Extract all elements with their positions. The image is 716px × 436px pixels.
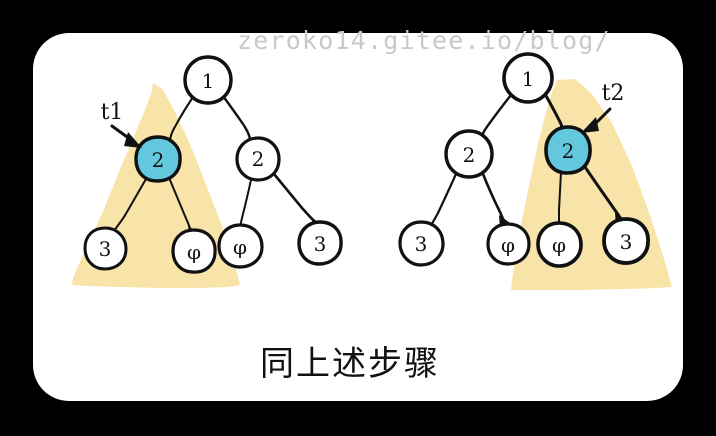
annotation-label-t2: t2 [602,81,625,106]
node-value: 3 [620,230,633,254]
node-value: φ [187,240,201,264]
annotation-label-t1: t1 [101,100,124,125]
right-subtree-shade [511,79,672,290]
right-tree-annotation: t2 [581,81,624,133]
node-circle [398,220,445,267]
edge-left-ll [112,178,147,233]
node-circle [171,228,217,274]
edge-root-left [168,95,195,142]
node-circle [183,55,233,105]
figure-caption: 同上述步骤 [260,344,440,384]
node-right-root[interactable]: 1 [502,52,554,104]
highlighted-node-circle [544,125,592,175]
edge-root-left [479,93,513,140]
node-value: φ [233,235,247,259]
node-left-rl[interactable]: φ [217,223,264,269]
node-value: 2 [252,147,265,171]
node-left-left-child[interactable]: 2 [134,135,182,183]
node-value: 1 [202,69,215,93]
right-tree-group: 1 2 2 3 φ [398,52,672,290]
edge-right-rr [272,172,318,225]
node-right-right-child[interactable]: 2 [544,125,592,175]
node-circle [444,129,494,179]
node-right-left-child[interactable]: 2 [444,129,494,179]
edge-left-ll [428,172,458,229]
node-right-lr[interactable]: φ [486,222,531,266]
node-value: φ [552,233,566,257]
node-right-rl[interactable]: φ [536,221,583,268]
node-circle [536,221,583,268]
node-value: 1 [522,67,535,91]
node-right-ll[interactable]: 3 [398,220,445,267]
node-circle [502,52,554,104]
left-tree-annotation: t1 [101,100,142,148]
right-tree-nodes: 1 2 2 3 φ [398,52,650,268]
node-value: 2 [463,143,476,167]
node-value: 3 [314,232,327,256]
left-tree-nodes: 1 2 2 3 φ [83,55,343,274]
node-value: 2 [152,148,165,172]
node-left-rr[interactable]: 3 [297,220,343,266]
node-circle [83,226,128,271]
left-tree-group: 1 2 2 3 φ [72,55,343,288]
node-left-root[interactable]: 1 [183,55,233,105]
node-circle [486,222,531,266]
node-circle [235,136,281,182]
node-value: 3 [415,232,428,256]
node-circle [297,220,343,266]
annotation-arrow-t2-head [581,117,599,133]
highlighted-node-circle [134,135,182,183]
node-value: 2 [562,139,575,163]
node-left-right-child[interactable]: 2 [235,136,281,182]
node-value: φ [501,233,515,257]
node-right-rr[interactable]: 3 [602,217,650,265]
node-value: 3 [99,237,112,261]
node-left-ll[interactable]: 3 [83,226,128,271]
node-left-lr[interactable]: φ [171,228,217,274]
node-circle [602,217,650,265]
edge-right-rl [557,171,562,225]
edge-right-rl [239,179,252,228]
node-circle [217,223,264,269]
edge-root-right [221,94,252,141]
annotation-arrow-t1-head [124,132,142,148]
